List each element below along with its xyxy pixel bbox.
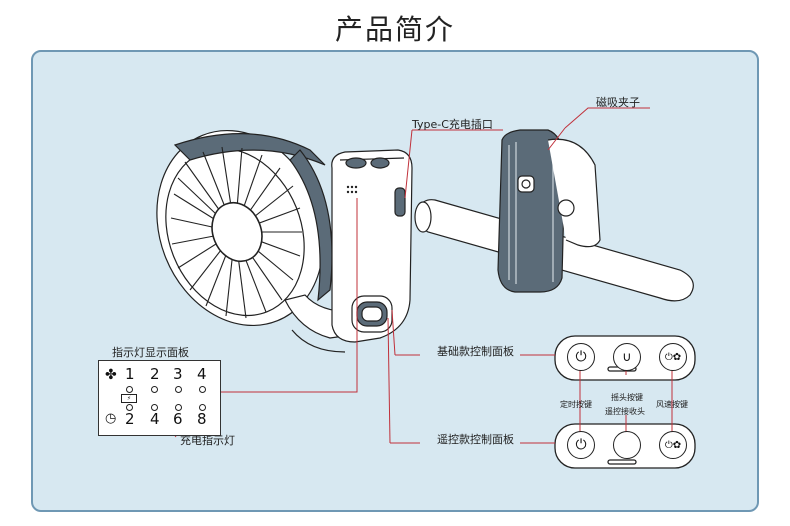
oscillate-button[interactable]: ∪ [613,343,641,371]
magnetic-clip-label: 磁吸夹子 [596,96,640,109]
power-icon: ⏻ [575,437,587,453]
remote-speed-button[interactable]: ⏻✿ [659,431,687,459]
page-title: 产品简介 [334,13,455,46]
timer-button-label: 定时按键 [560,400,592,409]
battery-icon: ⚡ [121,394,137,403]
fan-icon: ✤ [105,367,117,383]
led-dot [199,386,206,393]
speed-button[interactable]: ⏻✿ [659,343,687,371]
remote-receiver [613,431,641,459]
basic-panel-label: 基础款控制面板 [437,345,514,358]
indicator-display-panel: ✤ 1 2 3 4 ⚡ ◷ 2 4 6 8 [98,360,221,436]
remote-timer-power-button[interactable]: ⏻ [567,431,595,459]
timer-icon: ◷ [105,411,117,426]
speed-level-4: 4 [197,365,207,383]
speed-button-label: 风速按键 [656,400,688,409]
wind-speed-icon: ⏻✿ [664,439,682,451]
timer-level-8: 8 [197,410,207,428]
timer-level-6: 6 [173,410,183,428]
led-dot [175,386,182,393]
speed-level-2: 2 [150,365,160,383]
oscillate-icon: ∪ [622,349,632,365]
led-dot [126,404,133,411]
remote-receiver-label: 遥控接收头 [605,407,645,416]
led-dot [151,404,158,411]
clip-illustration [414,129,694,302]
power-icon: ⏻ [575,349,587,365]
charge-indicator-label: 充电指示灯 [180,434,235,447]
fan-head-illustration [156,129,353,353]
led-dot [199,404,206,411]
typec-port-label: Type-C充电插口 [412,118,493,131]
timer-level-4: 4 [150,410,160,428]
timer-power-button[interactable]: ⏻ [567,343,595,371]
led-dot [175,404,182,411]
led-dot [126,386,133,393]
led-dot [151,386,158,393]
fan-body-illustration [331,149,413,343]
timer-level-2: 2 [125,410,135,428]
speed-level-3: 3 [173,365,183,383]
remote-panel-label: 遥控款控制面板 [437,433,514,446]
indicator-panel-label: 指示灯显示面板 [112,346,189,359]
speed-level-1: 1 [125,365,135,383]
wind-speed-icon: ⏻✿ [664,351,682,363]
oscillate-button-label: 摇头按键 [611,393,643,402]
